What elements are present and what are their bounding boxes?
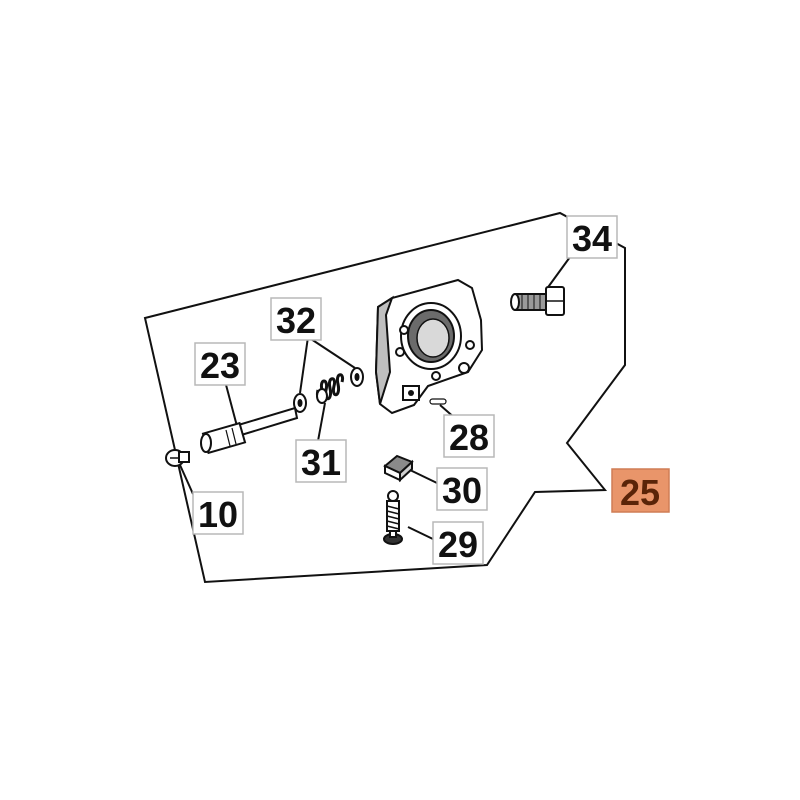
screw-10 (165, 449, 190, 467)
svg-text:25: 25 (620, 472, 660, 513)
svg-text:29: 29 (438, 524, 478, 565)
label-28: 28 (443, 414, 495, 458)
label-34: 34 (566, 215, 618, 259)
adjusting-screw-29 (383, 490, 403, 545)
label-25-highlighted: 25 (611, 468, 670, 513)
svg-text:31: 31 (301, 442, 341, 483)
svg-text:32: 32 (276, 300, 316, 341)
pump-housing (374, 278, 484, 415)
washers-32 (293, 367, 364, 413)
label-30: 30 (436, 467, 488, 511)
nut-30 (383, 454, 414, 483)
label-32: 32 (270, 297, 322, 341)
svg-text:28: 28 (449, 417, 489, 458)
svg-text:23: 23 (200, 345, 240, 386)
shaft-23 (200, 406, 299, 455)
label-10: 10 (192, 491, 244, 535)
label-23: 23 (194, 342, 246, 386)
leader-lines (179, 256, 571, 541)
svg-text:34: 34 (572, 218, 612, 259)
pin-28 (429, 398, 447, 405)
spring-31 (315, 373, 345, 404)
bolt-34 (510, 286, 565, 316)
label-29: 29 (432, 521, 484, 565)
svg-text:10: 10 (198, 494, 238, 535)
label-31: 31 (295, 439, 347, 483)
svg-text:30: 30 (442, 470, 482, 511)
